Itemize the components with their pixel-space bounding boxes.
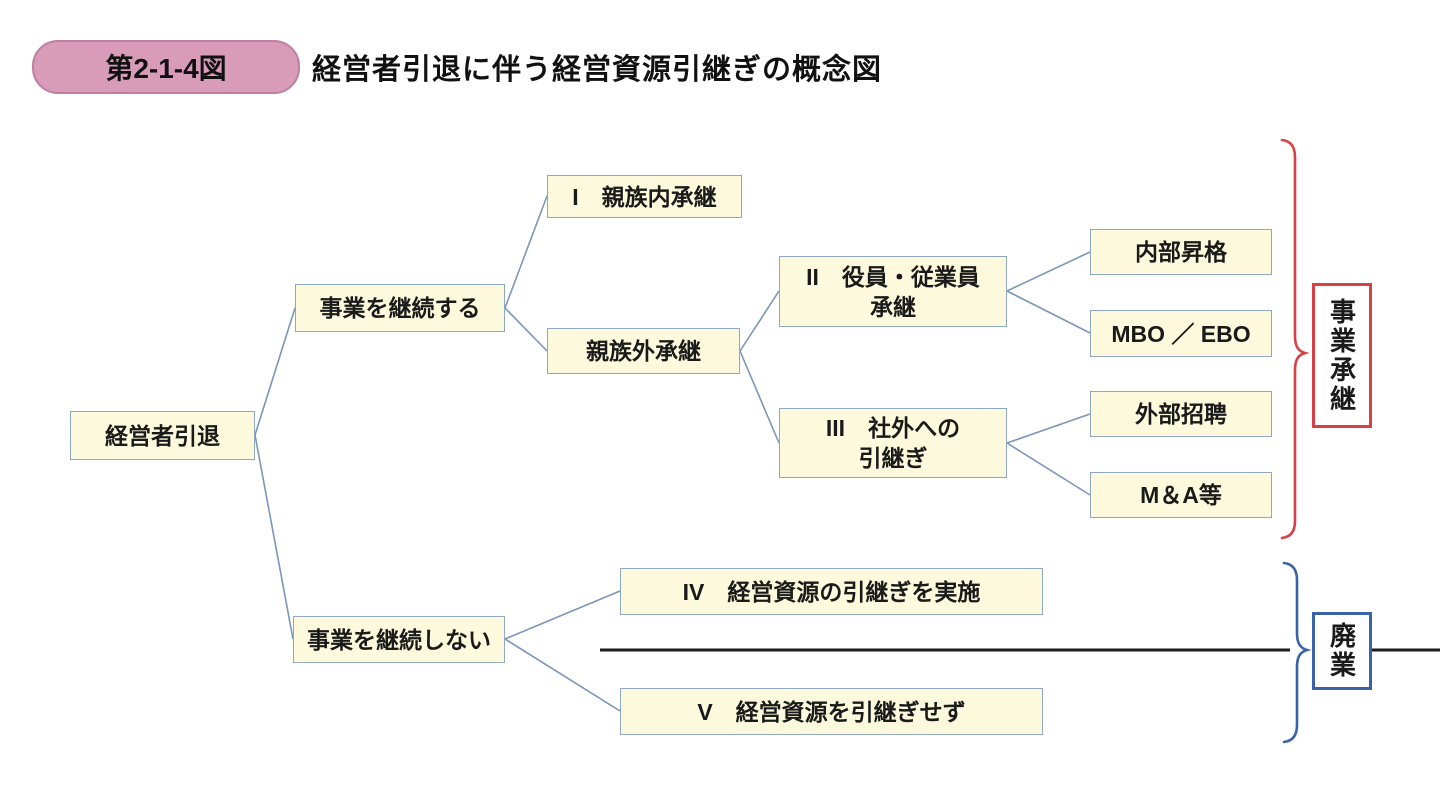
connector-external-ma: [1006, 442, 1091, 496]
business-succession-brace: [1280, 138, 1310, 540]
connector-officer-promotion: [1006, 251, 1091, 292]
connector-root-continue: [254, 307, 296, 436]
node-officer-employee-succession: II 役員・従業員 承継: [779, 256, 1007, 327]
figure-number-badge: 第2-1-4図: [32, 40, 300, 94]
node-family-succession: I 親族内承継: [547, 175, 742, 218]
group-label-business-succession: 事業承継: [1312, 283, 1372, 428]
connector-nonfamily-officer: [739, 290, 780, 352]
node-external-recruitment: 外部招聘: [1090, 391, 1272, 437]
group-label-closure: 廃業: [1312, 612, 1372, 690]
connector-continue-family: [504, 195, 548, 309]
node-mbo-ebo: MBO ／ EBO: [1090, 310, 1272, 357]
node-continue-business: 事業を継続する: [295, 284, 505, 332]
closure-brace: [1282, 561, 1312, 744]
node-not-continue-business: 事業を継続しない: [293, 616, 505, 663]
connector-external-recruit: [1006, 413, 1091, 444]
node-transfer-resources: IV 経営資源の引継ぎを実施: [620, 568, 1043, 615]
connector-root-not-continue: [254, 434, 294, 640]
connector-officer-mbo: [1006, 290, 1091, 334]
connector-notcontinue-v: [504, 638, 621, 712]
connector-continue-nonfamily: [504, 307, 548, 352]
node-external-handover: III 社外への 引継ぎ: [779, 408, 1007, 478]
connector-notcontinue-iv: [504, 590, 621, 640]
node-non-family-succession: 親族外承継: [547, 328, 740, 374]
node-no-transfer-resources: V 経営資源を引継ぎせず: [620, 688, 1043, 735]
node-internal-promotion: 内部昇格: [1090, 229, 1272, 275]
connector-nonfamily-external: [739, 350, 780, 444]
node-root: 経営者引退: [70, 411, 255, 460]
node-ma-etc: M＆A等: [1090, 472, 1272, 518]
figure-title: 経営者引退に伴う経営資源引継ぎの概念図: [312, 54, 883, 86]
